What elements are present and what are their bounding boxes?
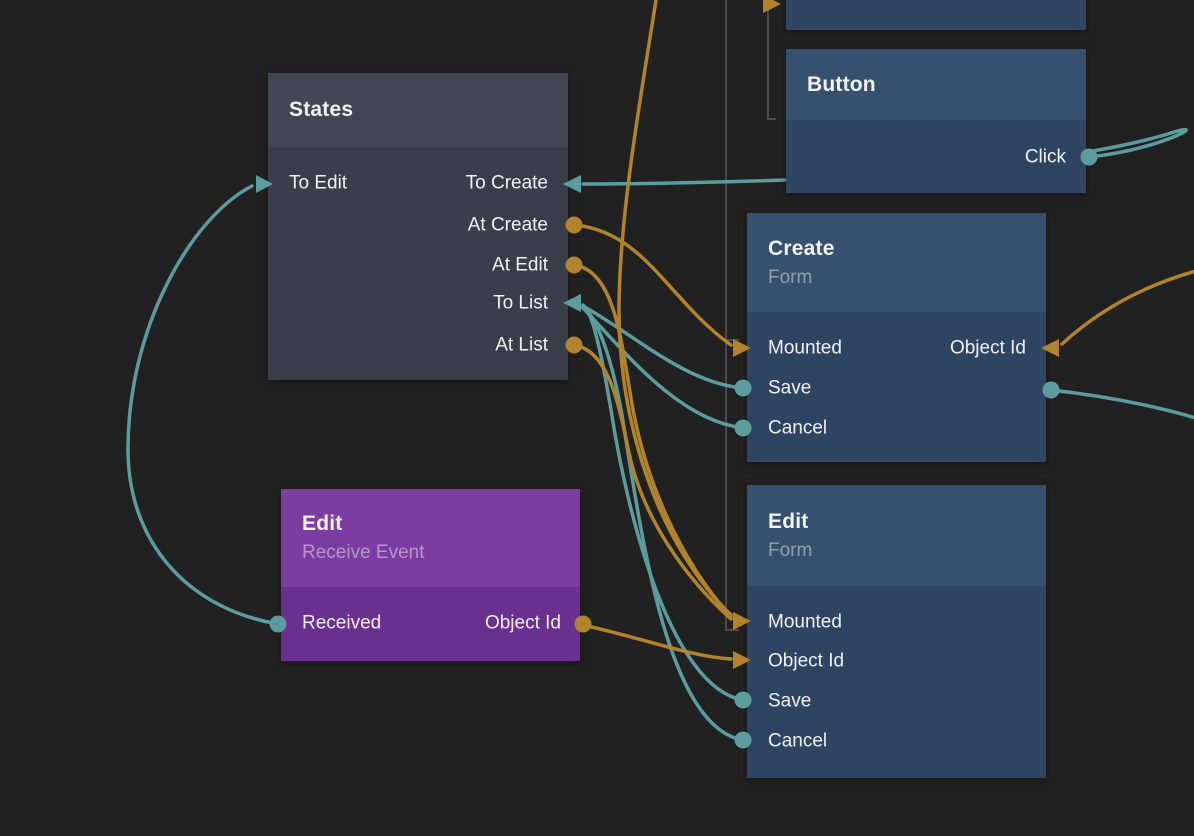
port-mounted[interactable]: Mounted: [768, 337, 842, 359]
wire-create-save-to-list[interactable]: [581, 304, 745, 390]
node-title: Edit: [768, 509, 809, 533]
port-to-edit[interactable]: To Edit: [289, 172, 348, 194]
node-button[interactable]: Button Click: [786, 49, 1086, 193]
port-object-id[interactable]: Object Id: [484, 612, 561, 634]
node-edit-receive-event[interactable]: Edit Receive Event Received Object Id: [281, 489, 580, 661]
port-cancel[interactable]: Cancel: [768, 730, 828, 752]
node-title: Edit: [302, 512, 343, 535]
wire-create-out-right[interactable]: [1049, 388, 1194, 420]
node-states[interactable]: States To Edit To Create At Create At Ed…: [268, 73, 568, 380]
port-save[interactable]: Save: [768, 377, 812, 399]
wire-at-create-to-mounted[interactable]: [573, 223, 733, 347]
node-create-form[interactable]: Create Form Mounted Object Id Save Cance…: [747, 213, 1046, 462]
port-to-list[interactable]: To List: [493, 292, 548, 314]
node-subtitle: Form: [768, 539, 813, 561]
wire-top-to-edit-mounted[interactable]: [617, 0, 733, 617]
top-node-input-arrow-icon[interactable]: [763, 0, 781, 13]
port-cancel[interactable]: Cancel: [768, 417, 828, 439]
port-object-id[interactable]: Object Id: [949, 337, 1026, 359]
node-subtitle: Form: [768, 266, 813, 288]
wire-gray-top-to-edit-mounted[interactable]: [725, 0, 739, 631]
node-edit-form[interactable]: Edit Form Mounted Object Id Save Cancel: [747, 485, 1046, 778]
node-subtitle: Receive Event: [302, 542, 425, 563]
at-list-dot-icon[interactable]: [565, 336, 583, 354]
port-mounted[interactable]: Mounted: [768, 611, 842, 633]
wire-edit-cancel-to-list[interactable]: [581, 305, 745, 742]
port-at-create[interactable]: At Create: [467, 214, 548, 236]
node-title: States: [289, 98, 354, 121]
wire-at-edit-to-edit-mounted[interactable]: [573, 263, 733, 619]
wire-edit-save-to-list[interactable]: [581, 303, 745, 702]
wire-received-to-edit[interactable]: [126, 184, 280, 626]
at-edit-dot-icon[interactable]: [565, 256, 583, 274]
port-received[interactable]: Received: [302, 612, 382, 634]
node-partial-top[interactable]: [786, 0, 1086, 30]
node-title: Button: [807, 72, 876, 96]
wire-create-cancel-to-list[interactable]: [581, 306, 745, 430]
port-at-edit[interactable]: At Edit: [492, 254, 548, 276]
wire-gray-top-to-button[interactable]: [767, 0, 776, 120]
port-at-list[interactable]: At List: [495, 334, 548, 356]
wire-at-list-to-edit-mounted[interactable]: [573, 343, 733, 621]
wire-right-to-create-objectid[interactable]: [1060, 269, 1194, 346]
port-save[interactable]: Save: [768, 690, 812, 712]
node-title: Create: [768, 236, 835, 260]
port-click[interactable]: Click: [1024, 146, 1066, 168]
port-object-id[interactable]: Object Id: [768, 650, 845, 672]
at-create-dot-icon[interactable]: [565, 216, 583, 234]
wire-objectid-to-edit-objectid[interactable]: [581, 623, 733, 661]
port-to-create[interactable]: To Create: [465, 172, 548, 194]
